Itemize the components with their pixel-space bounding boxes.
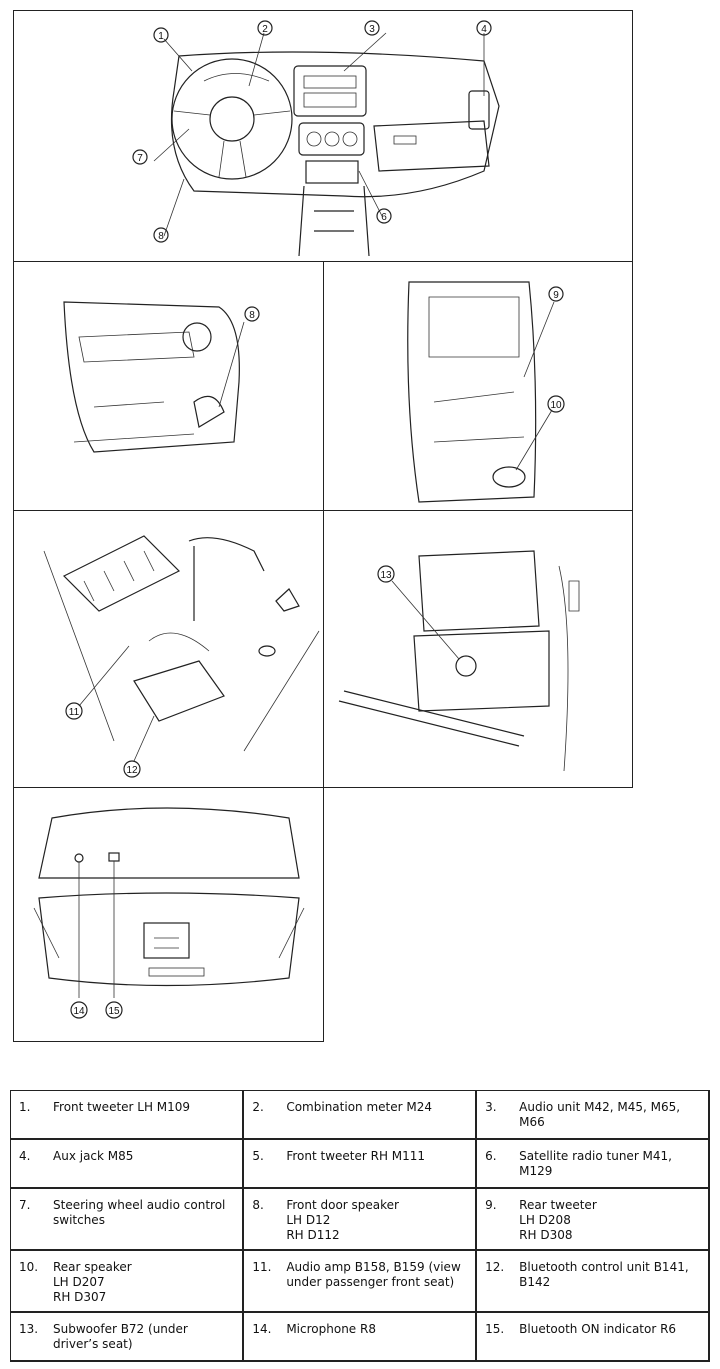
callout-10: 10 [547, 395, 565, 413]
legend-cell: 2.Combination meter M24 [242, 1090, 478, 1140]
svg-text:1: 1 [158, 31, 164, 42]
legend-cell: 4.Aux jack M85 [10, 1138, 245, 1189]
legend-cell: 1.Front tweeter LH M109 [10, 1090, 245, 1140]
svg-text:6: 6 [381, 212, 387, 223]
rear-door-panel: 9 10 [323, 261, 633, 511]
table-row: 1.Front tweeter LH M109 2.Combination me… [10, 1090, 710, 1140]
legend-cell: 8.Front door speaker LH D12 RH D112 [242, 1187, 478, 1251]
legend-cell: 5.Front tweeter RH M111 [242, 1138, 478, 1189]
under-seat-panel: 11 12 [13, 510, 324, 788]
table-row: 10.Rear speaker LH D207 RH D307 11.Audio… [10, 1249, 710, 1313]
callout-8: 8 [153, 227, 169, 243]
legend-cell: 12.Bluetooth control unit B141, B142 [475, 1249, 710, 1313]
legend-cell: 10.Rear speaker LH D207 RH D307 [10, 1249, 245, 1313]
dashboard-drawing: 1 2 3 4 7 8 6 [132, 20, 500, 257]
svg-text:4: 4 [481, 24, 487, 35]
callout-3: 3 [364, 20, 380, 36]
callout-14: 14 [70, 1001, 88, 1019]
svg-text:8: 8 [249, 310, 255, 321]
svg-text:14: 14 [73, 1006, 85, 1017]
under-seat-drawing: 11 12 [43, 535, 320, 778]
dashboard-extra-callouts [13, 10, 633, 262]
svg-text:9: 9 [553, 290, 559, 301]
table-row: 7.Steering wheel audio control switches … [10, 1187, 710, 1251]
svg-text:8: 8 [158, 231, 164, 242]
callout-7: 7 [132, 149, 148, 165]
rear-door-drawing: 9 10 [407, 281, 565, 503]
legend-cell: 15.Bluetooth ON indicator R6 [475, 1311, 710, 1362]
overhead-console-panel: 14 15 [13, 787, 324, 1042]
svg-text:15: 15 [108, 1006, 120, 1017]
overhead-console-drawing: 14 15 [33, 807, 305, 1019]
table-row: 13.Subwoofer B72 (under driver’s seat) 1… [10, 1311, 710, 1362]
callout-15: 15 [105, 1001, 123, 1019]
front-door-panel: 8 [13, 261, 324, 511]
callout-11: 11 [65, 702, 83, 720]
legend-cell: 11.Audio amp B158, B159 (view under pass… [242, 1249, 478, 1313]
svg-text:11: 11 [69, 707, 80, 718]
svg-text:2: 2 [262, 24, 268, 35]
subwoofer-drawing: 13 [338, 550, 580, 772]
svg-text:7: 7 [137, 153, 143, 164]
callout-4: 4 [476, 20, 492, 36]
svg-text:10: 10 [550, 400, 562, 411]
table-row: 4.Aux jack M85 5.Front tweeter RH M111 6… [10, 1138, 710, 1189]
component-legend-table: 1.Front tweeter LH M109 2.Combination me… [10, 1090, 710, 1362]
legend-cell: 14.Microphone R8 [242, 1311, 478, 1362]
dashboard-panel: 1 2 3 4 7 8 6 [13, 10, 633, 262]
svg-text:12: 12 [126, 765, 138, 776]
callout-2: 2 [257, 20, 273, 36]
callout-1: 1 [153, 27, 169, 43]
legend-cell: 3.Audio unit M42, M45, M65, M66 [475, 1090, 710, 1140]
legend-cell: 6.Satellite radio tuner M41, M129 [475, 1138, 710, 1189]
callout-6: 6 [376, 208, 392, 224]
callout-12: 12 [123, 760, 141, 778]
svg-text:13: 13 [380, 570, 392, 581]
callout-9: 9 [548, 286, 564, 302]
svg-text:3: 3 [369, 24, 375, 35]
callout-8-door: 8 [244, 306, 260, 322]
front-door-drawing: 8 [63, 301, 260, 453]
legend-cell: 7.Steering wheel audio control switches [10, 1187, 245, 1251]
subwoofer-panel: 13 [323, 510, 633, 788]
legend-cell: 9.Rear tweeter LH D208 RH D308 [475, 1187, 710, 1251]
callout-13: 13 [377, 565, 395, 583]
legend-cell: 13.Subwoofer B72 (under driver’s seat) [10, 1311, 245, 1362]
